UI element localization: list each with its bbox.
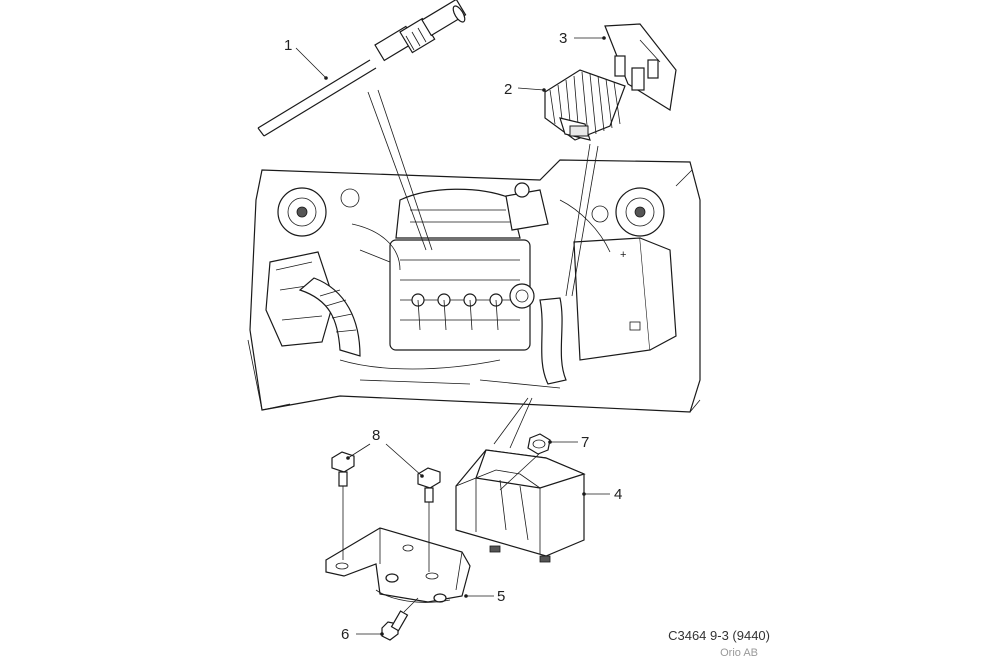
glow-plug-part — [257, 0, 467, 137]
callout-1: 1 — [284, 37, 292, 54]
control-unit-housing-part — [455, 449, 586, 563]
callout-6: 6 — [341, 626, 349, 643]
callout-3: 3 — [559, 30, 567, 47]
leader-lines — [295, 36, 610, 636]
engine-bay-illustration: + — [247, 89, 701, 449]
svg-text:+: + — [620, 249, 626, 261]
callout-5: 5 — [497, 588, 505, 605]
nut-part — [499, 433, 551, 491]
callout-2: 2 — [504, 81, 512, 98]
bolt-part-right — [417, 467, 441, 572]
bolt-part-left — [331, 451, 355, 560]
figure-source: Orio AB — [720, 647, 758, 659]
mounting-bracket-part — [325, 527, 471, 603]
relay-bracket-part — [604, 23, 677, 111]
figure-code: C3464 9-3 (9440) — [668, 628, 770, 643]
callout-7: 7 — [581, 434, 589, 451]
glow-relay-part — [544, 69, 626, 141]
callout-8: 8 — [372, 427, 380, 444]
callout-4: 4 — [614, 486, 622, 503]
screw-part — [381, 597, 419, 641]
